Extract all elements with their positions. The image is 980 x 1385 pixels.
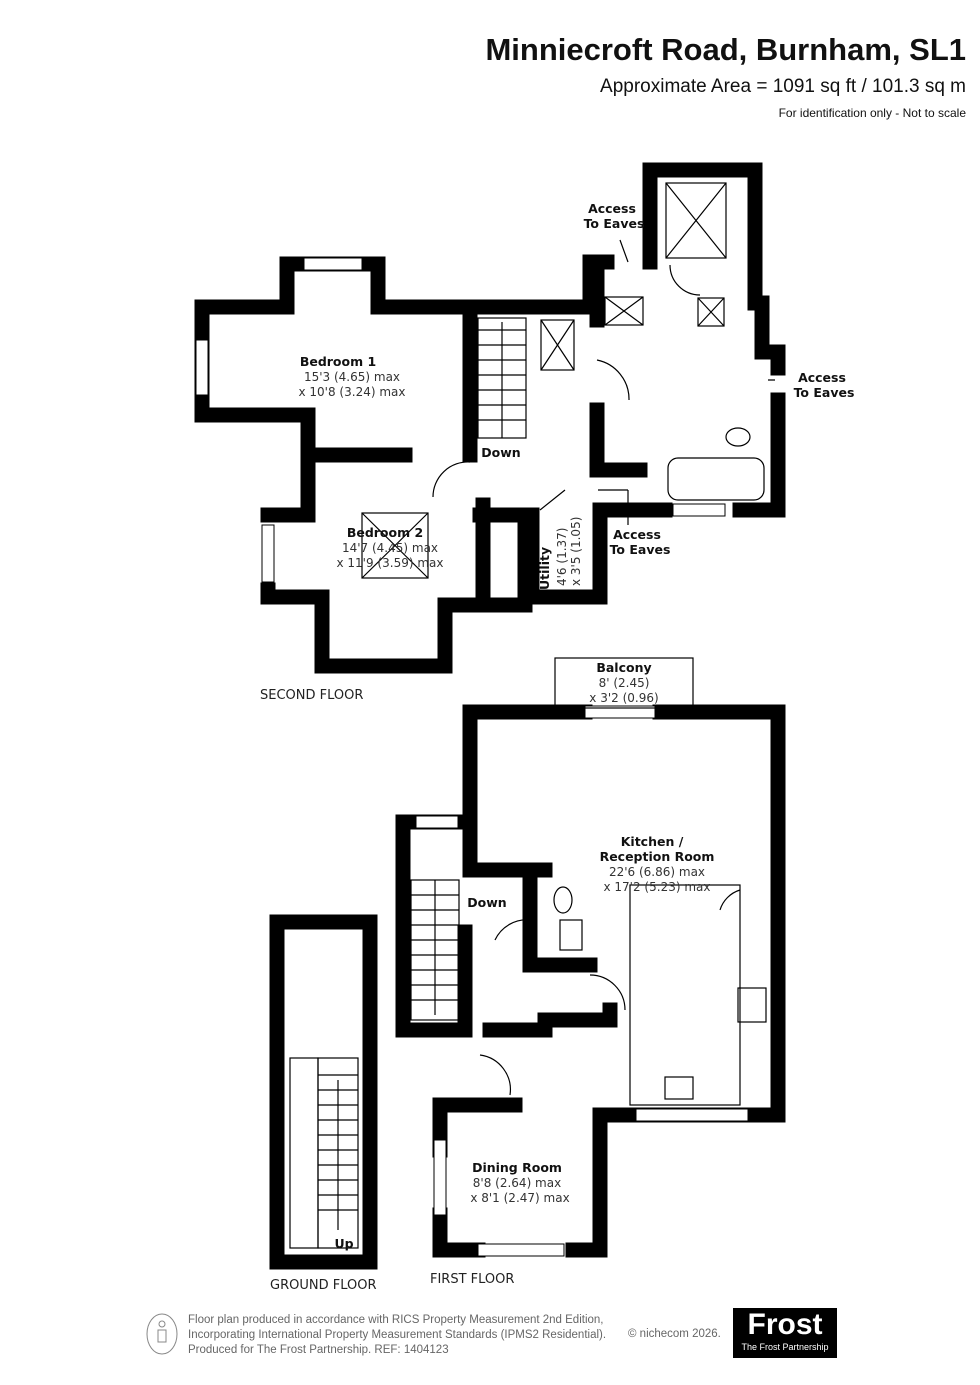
kitchen-worktop: [629, 884, 741, 1106]
utility-dim: 4'6 (1.37): [555, 528, 569, 586]
eaves-arrows: [598, 239, 775, 525]
stairs-up-label: Up: [334, 1236, 353, 1251]
balcony-dim: 8' (2.45): [599, 676, 650, 690]
stairs-down-label: Down: [481, 445, 520, 460]
bedroom-2-label: Bedroom 2: [347, 525, 423, 540]
ground-floor-walls: [269, 914, 378, 1270]
dining-room-dim: 8'8 (2.64) max: [473, 1176, 561, 1190]
utility-label: Utility: [537, 547, 552, 590]
kitchen-label: Reception Room: [600, 849, 715, 864]
scale-disclaimer: For identification only - Not to scale: [778, 106, 966, 120]
stairs-down-label: Down: [467, 895, 506, 910]
dining-room-label: Dining Room: [472, 1160, 562, 1175]
second-floor-label: SECOND FLOOR: [260, 688, 363, 703]
bedroom-2-dim: x 11'9 (3.59) max: [337, 556, 444, 570]
dining-room-dim: x 8'1 (2.47) max: [470, 1191, 569, 1205]
bedroom-1-label: Bedroom 1: [300, 354, 376, 369]
logo-main: Frost: [747, 1308, 823, 1341]
door-swings: [479, 889, 741, 1096]
first-floor-label: FIRST FLOOR: [430, 1272, 514, 1287]
eaves-access-label: To Eaves: [584, 216, 645, 231]
plan-title: Minniecroft Road, Burnham, SL1: [485, 32, 966, 67]
kitchen-label: Kitchen /: [621, 834, 684, 849]
bedroom-2-dim: 14'7 (4.45) max: [342, 541, 438, 555]
second-floor-walls: [194, 162, 786, 674]
eaves-access-label: Access: [613, 527, 661, 542]
approximate-area: Approximate Area = 1091 sq ft / 101.3 sq…: [600, 76, 966, 97]
toilet-icon: [553, 886, 573, 914]
bedroom-1-dim: x 10'8 (3.24) max: [299, 385, 406, 399]
stairs-ground: [289, 1057, 359, 1249]
bath-icon: [667, 457, 765, 501]
skylight-icons: [361, 182, 727, 579]
utility-dim: x 3'5 (1.05): [569, 517, 583, 586]
bedroom-1-dim: 15'3 (4.65) max: [304, 370, 400, 384]
logo-sub: The Frost Partnership: [741, 1342, 829, 1352]
hob-icon: [737, 987, 767, 1023]
kitchen-dim: x 17'2 (5.23) max: [604, 880, 711, 894]
person-icon: [146, 1313, 178, 1355]
frost-logo: Frost The Frost Partnership: [733, 1308, 837, 1358]
basin-icon: [559, 919, 583, 951]
eaves-access-label: To Eaves: [610, 542, 671, 557]
eaves-access-label: Access: [588, 201, 636, 216]
footer-line: Incorporating International Property Mea…: [188, 1329, 607, 1341]
toilet-icon: [725, 427, 751, 447]
stairs-first: [410, 879, 460, 1021]
kitchen-dim: 22'6 (6.86) max: [609, 865, 705, 879]
ground-floor-label: GROUND FLOOR: [270, 1278, 376, 1293]
stairs-second: [477, 317, 527, 439]
eaves-access-label: To Eaves: [794, 385, 855, 400]
eaves-access-label: Access: [798, 370, 846, 385]
copyright: © nichecom 2026.: [628, 1328, 721, 1340]
footer-line: Produced for The Frost Partnership. REF:…: [188, 1344, 449, 1356]
footer-notes: Floor plan produced in accordance with R…: [188, 1313, 606, 1358]
sink-icon: [664, 1076, 694, 1100]
balcony: [554, 657, 694, 709]
balcony-label: Balcony: [596, 660, 651, 675]
footer-line: Floor plan produced in accordance with R…: [188, 1314, 604, 1326]
door-swings: [432, 264, 701, 511]
balcony-dim: x 3'2 (0.96): [589, 691, 658, 705]
